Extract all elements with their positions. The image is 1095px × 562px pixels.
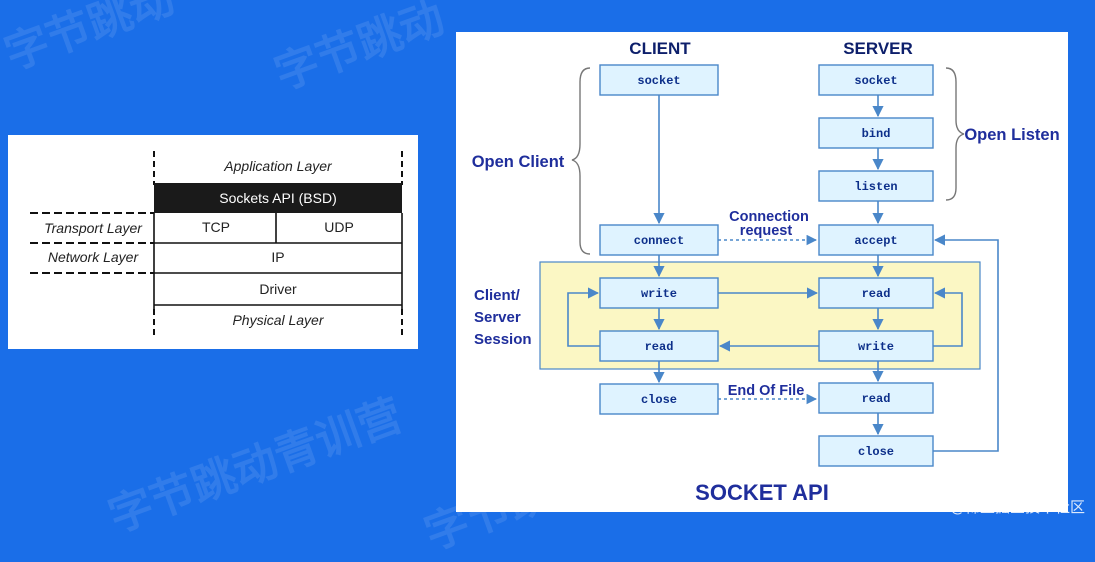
server-heading: SERVER <box>843 39 913 58</box>
open-listen-brace <box>945 67 965 201</box>
server-write-label: write <box>858 340 894 354</box>
server-accept-label: accept <box>854 234 897 248</box>
close-to-accept-arrow <box>933 234 999 452</box>
server-bind-box <box>818 117 934 149</box>
server-accept-box <box>818 224 934 256</box>
connection-request-line2: request <box>740 223 793 239</box>
physical-layer-label: Physical Layer <box>232 312 324 328</box>
connection-request-line1: Connection <box>729 209 809 225</box>
session-label-line1: Client/ <box>474 287 521 304</box>
server-socket-box <box>818 64 934 96</box>
protocol-layer-diagram: Application Layer Sockets API (BSD) Tran… <box>8 135 418 349</box>
application-layer-label: Application Layer <box>223 158 333 174</box>
open-client-brace <box>571 67 591 255</box>
network-layer-label: Network Layer <box>48 249 140 265</box>
sockets-api-label: Sockets API (BSD) <box>219 190 336 206</box>
server-close-box <box>818 435 934 467</box>
server-close-label: close <box>858 445 894 459</box>
client-read-label: read <box>645 340 674 354</box>
server-read-box <box>818 277 934 309</box>
socket-api-diagram: CLIENT SERVER socket connect write read … <box>456 32 1068 512</box>
watermark-credit: @稀土掘金技术社区 <box>949 498 1085 516</box>
server-read-label: read <box>862 287 891 301</box>
client-loop-arrow <box>567 287 600 347</box>
server-listen-box <box>818 170 934 202</box>
client-socket-label: socket <box>637 74 680 88</box>
server-bind-label: bind <box>862 127 891 141</box>
server-socket-label: socket <box>854 74 897 88</box>
session-label-line2: Server <box>474 309 521 326</box>
ip-label: IP <box>271 249 284 265</box>
client-heading: CLIENT <box>629 39 691 58</box>
transport-layer-label: Transport Layer <box>44 220 143 236</box>
session-label-line3: Session <box>474 331 532 348</box>
client-connect-box <box>599 224 719 256</box>
client-connect-label: connect <box>634 234 684 248</box>
client-socket-box <box>599 64 719 96</box>
background-watermark: 字节跳动青训营 <box>102 389 409 543</box>
server-read-eof-box <box>818 382 934 414</box>
server-read-eof-label: read <box>862 392 891 406</box>
client-close-label: close <box>641 393 677 407</box>
open-listen-label: Open Listen <box>964 126 1059 144</box>
end-of-file-label: End Of File <box>728 383 805 399</box>
sockets-api-bar <box>154 183 402 213</box>
udp-label: UDP <box>324 219 354 235</box>
client-write-label: write <box>641 287 677 301</box>
background-watermark: 字节跳动 <box>0 0 181 81</box>
driver-label: Driver <box>259 281 297 297</box>
server-loop-arrow <box>933 287 963 347</box>
background-watermark: 字节跳动 <box>268 0 451 101</box>
open-client-label: Open Client <box>472 153 565 171</box>
server-listen-label: listen <box>854 180 897 194</box>
tcp-label: TCP <box>202 219 230 235</box>
client-read-box <box>599 330 719 362</box>
socket-api-title: SOCKET API <box>695 480 829 505</box>
